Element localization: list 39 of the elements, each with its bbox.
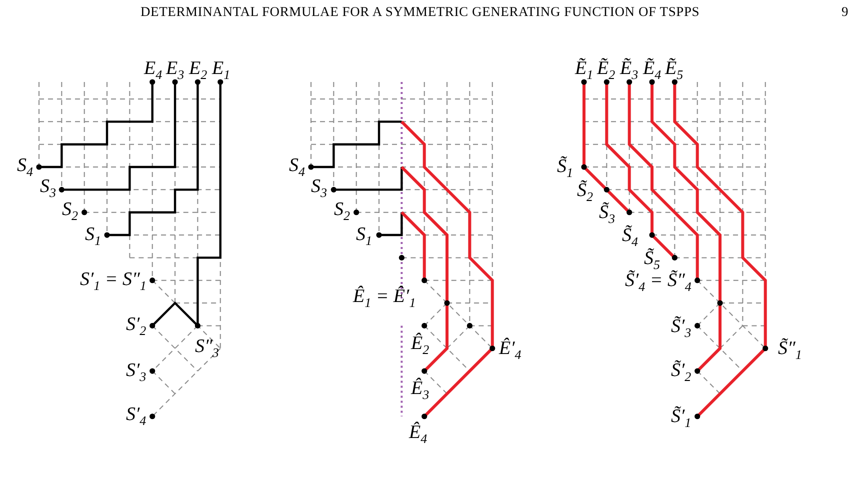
point-label: Ẽ$_{5}$: [665, 59, 684, 81]
point-label: S′$_{4}$: [126, 405, 146, 427]
point-label: S$_{3}$: [311, 177, 327, 199]
point-label: Ẽ$_{3}$: [620, 59, 638, 81]
point-label: S̃′$_{1}$: [671, 407, 692, 429]
point-label: S̃$_{1}$: [557, 157, 573, 179]
point-label: Ê$_{1}$ = Ê′$_{1}$: [353, 287, 416, 309]
point-label: S″$_{3}$: [195, 337, 219, 359]
point-label: Ê$_{3}$: [411, 379, 430, 401]
point-label: E$_{1}$: [212, 59, 230, 81]
point-label: S̃″$_{1}$: [778, 339, 802, 361]
running-header: DETERMINANTAL FORMULAE FOR A SYMMETRIC GENERATING FUNCTION OF TSPPS: [140, 5, 700, 18]
point-label: S$_{4}$: [289, 156, 305, 178]
page-number: 9: [842, 5, 849, 18]
point-label: S$_{4}$: [17, 156, 33, 178]
point-label: E$_{4}$: [144, 59, 162, 81]
point-label: S$_{3}$: [40, 177, 56, 199]
point-label: Ẽ$_{4}$: [643, 59, 662, 81]
point-label: Ẽ$_{1}$: [575, 59, 594, 81]
point-label: Ê$_{4}$: [409, 423, 428, 445]
point-label: S$_{1}$: [356, 225, 372, 247]
point-label: S′$_{3}$: [126, 361, 146, 383]
point-label: S$_{2}$: [62, 200, 78, 222]
point-label: S$_{2}$: [334, 200, 350, 222]
point-label: S̃$_{4}$: [622, 226, 638, 248]
point-label: Ê$_{2}$: [411, 334, 430, 356]
point-label: S$_{1}$: [85, 225, 101, 247]
point-label: S̃$_{2}$: [577, 181, 593, 203]
point-label: S̃′$_{4}$ = S̃″$_{4}$: [625, 271, 692, 293]
point-label: E$_{2}$: [189, 59, 208, 81]
point-label: E$_{3}$: [166, 59, 184, 81]
point-label: S̃′$_{2}$: [671, 361, 692, 383]
point-label: S′$_{1}$ = S″$_{1}$: [80, 270, 146, 292]
point-label: Ê′$_{4}$: [499, 339, 522, 361]
point-label: S̃′$_{3}$: [671, 317, 692, 339]
point-label: S′$_{2}$: [126, 315, 146, 337]
point-label: S̃$_{5}$: [644, 249, 660, 271]
point-label: S̃$_{3}$: [599, 203, 615, 225]
point-label: Ẽ$_{2}$: [597, 59, 616, 81]
